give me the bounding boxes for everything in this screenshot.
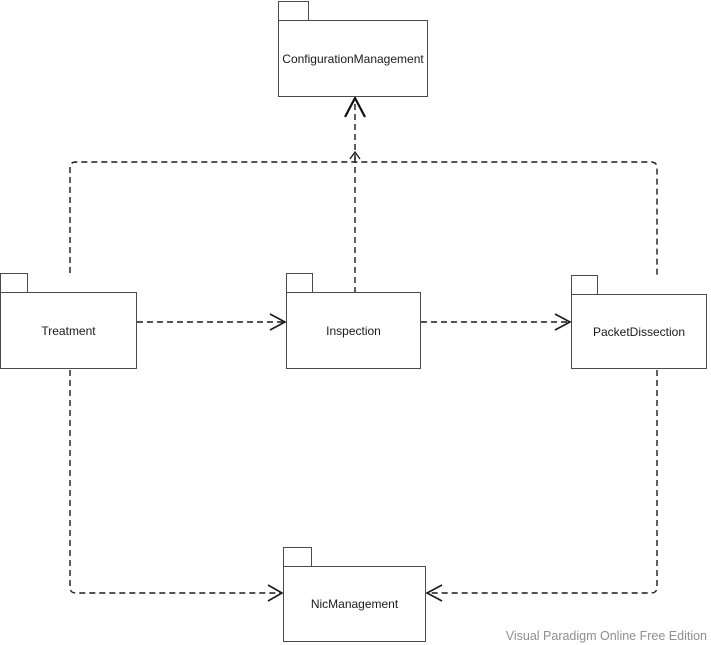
package-label: Inspection bbox=[326, 323, 381, 338]
package-tab[interactable] bbox=[278, 1, 309, 20]
package-body[interactable]: ConfigurationManagement bbox=[278, 20, 428, 97]
package-inspection[interactable]: Inspection bbox=[286, 273, 421, 369]
package-packet-dissection[interactable]: PacketDissection bbox=[571, 275, 707, 369]
package-tab[interactable] bbox=[0, 273, 28, 292]
package-body[interactable]: PacketDissection bbox=[571, 294, 707, 369]
dependency-arrowhead-into-configurationmanagement bbox=[344, 95, 366, 118]
package-treatment[interactable]: Treatment bbox=[0, 273, 137, 369]
package-label: ConfigurationManagement bbox=[282, 51, 424, 66]
package-label: Treatment bbox=[41, 323, 96, 338]
package-body[interactable]: Inspection bbox=[286, 292, 421, 369]
dependency-packetdissection-to-nicmanagement-line[interactable] bbox=[429, 370, 658, 594]
package-tab[interactable] bbox=[286, 273, 313, 292]
visual-paradigm-watermark: Visual Paradigm Online Free Edition bbox=[505, 629, 707, 643]
package-body[interactable]: NicManagement bbox=[283, 566, 426, 642]
package-tab[interactable] bbox=[571, 275, 598, 294]
dependency-arrowhead-into-nicmanagement-left bbox=[267, 584, 284, 602]
dependency-arrowhead-into-inspection bbox=[269, 313, 287, 331]
dependency-arrowhead-junction bbox=[349, 150, 361, 160]
dependency-arrowhead-into-nicmanagement-right bbox=[425, 584, 443, 602]
package-configuration-management[interactable]: ConfigurationManagement bbox=[278, 1, 428, 97]
package-label: NicManagement bbox=[310, 597, 399, 611]
package-tab[interactable] bbox=[283, 547, 312, 566]
package-body[interactable]: Treatment bbox=[0, 292, 137, 369]
dependency-top-rail-line[interactable] bbox=[69, 161, 658, 277]
package-nic-management[interactable]: NicManagement bbox=[283, 547, 426, 642]
dependency-arrowhead-into-packetdissection bbox=[554, 313, 572, 331]
package-label: PacketDissection bbox=[592, 324, 686, 339]
dependency-treatment-to-nicmanagement-line[interactable] bbox=[69, 370, 280, 594]
